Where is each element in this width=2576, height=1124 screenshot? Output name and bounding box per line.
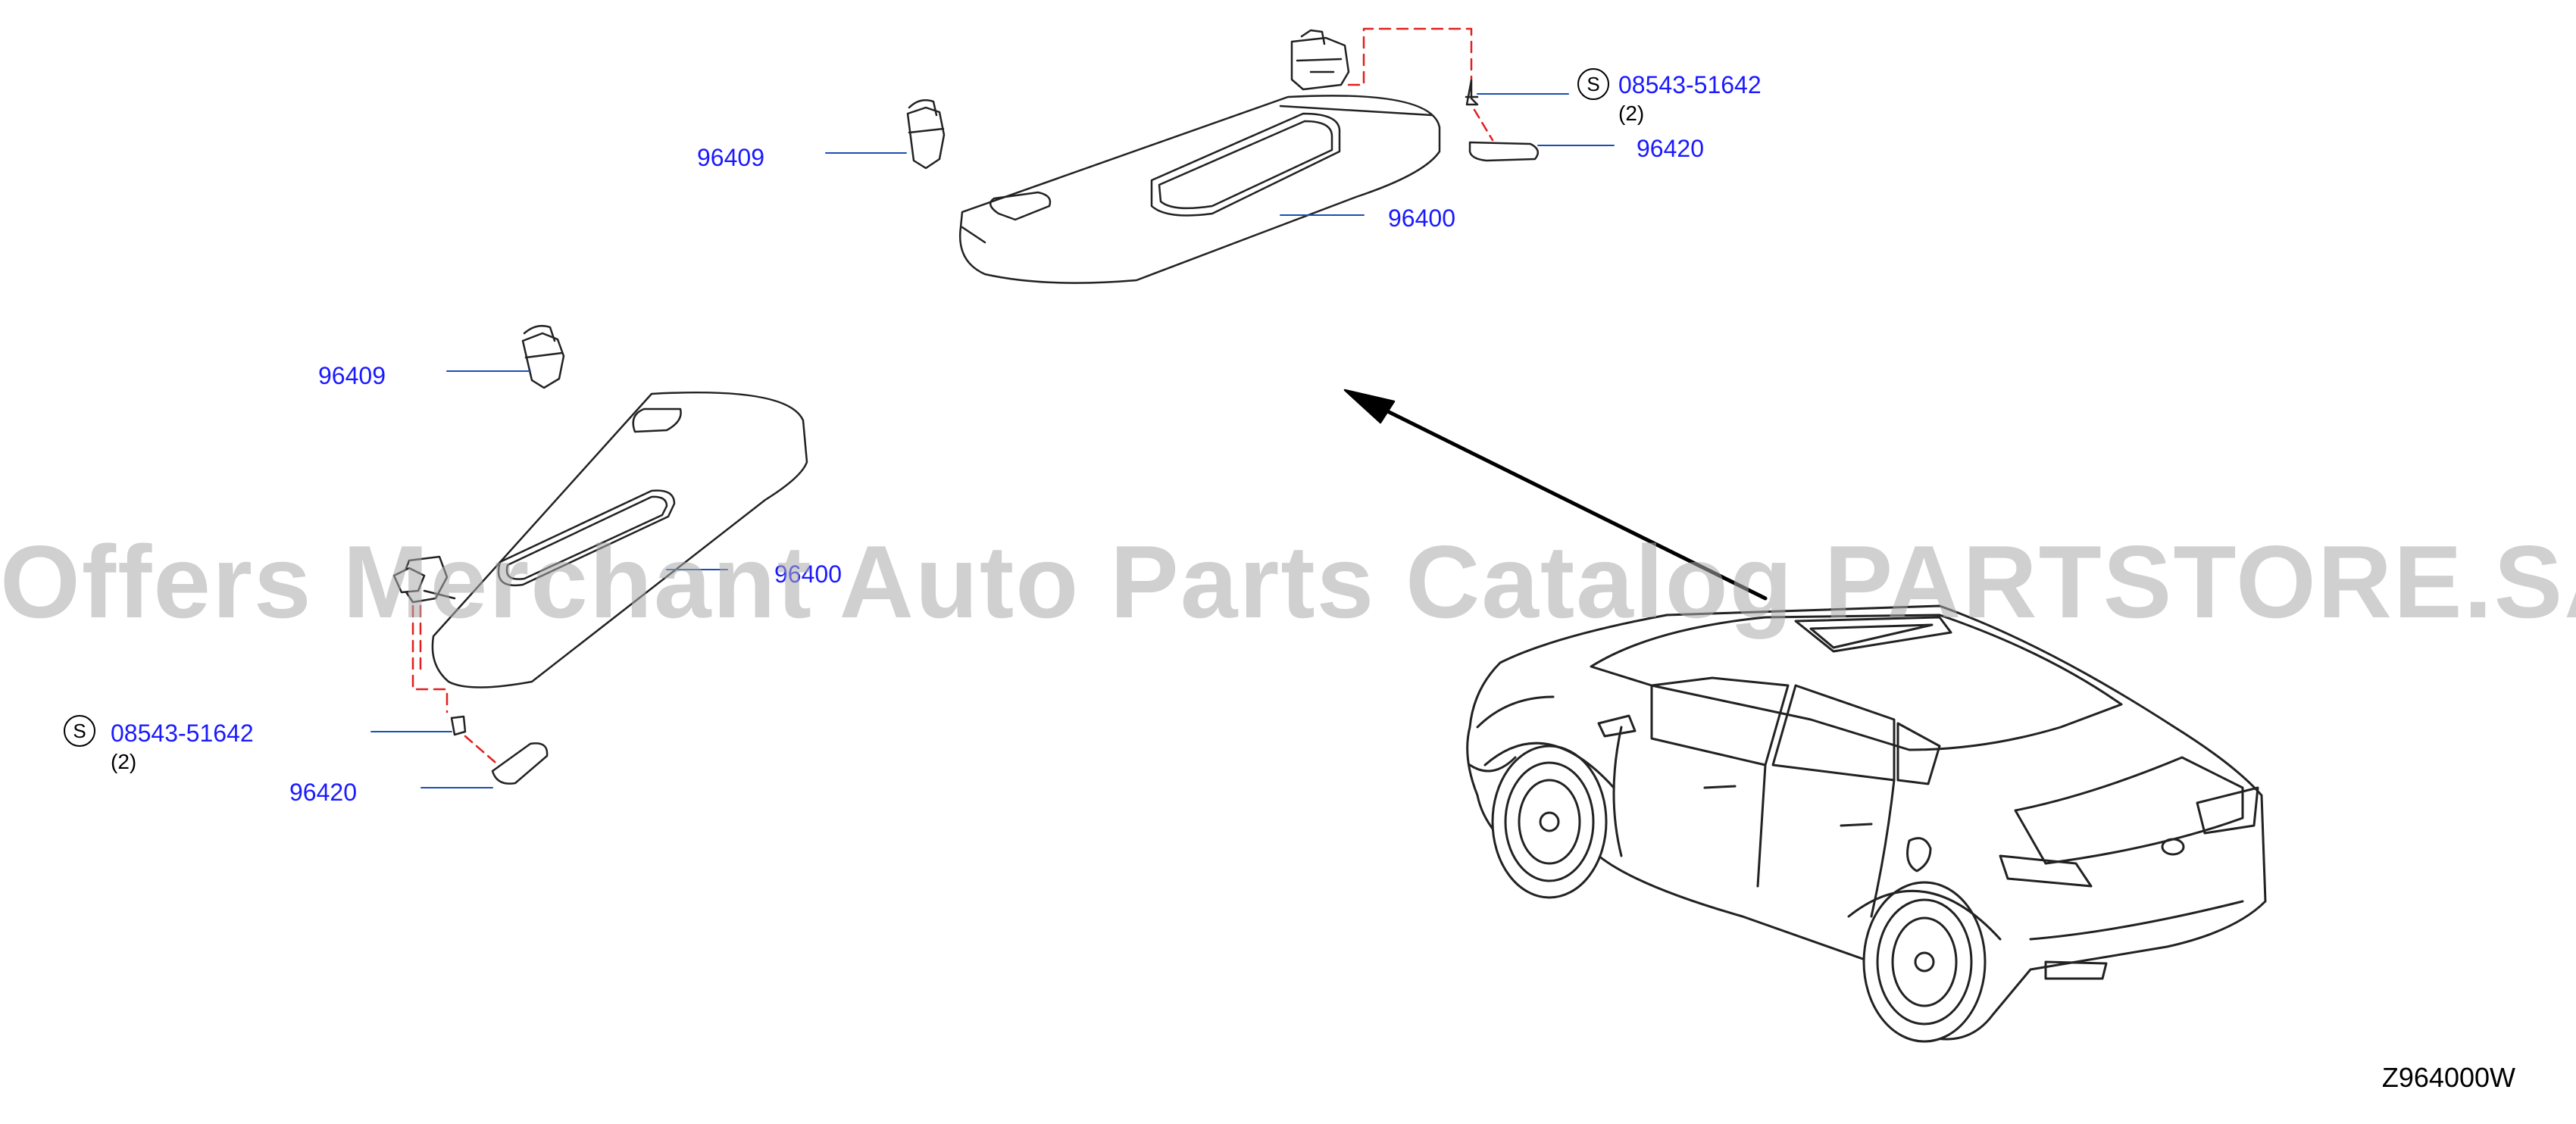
lower-cover-part-number[interactable]: 96420 xyxy=(289,779,357,806)
lower-standard-part-symbol: S xyxy=(64,715,95,747)
lower-clip[interactable] xyxy=(521,325,565,389)
upper-cover[interactable] xyxy=(1468,141,1540,162)
lower-screw-part-number[interactable]: 08543-51642 xyxy=(111,720,254,747)
lower-leaders xyxy=(370,370,728,788)
upper-screw-quantity: (2) xyxy=(1618,101,1645,125)
lower-dashed-link xyxy=(411,604,449,713)
upper-standard-part-symbol: S xyxy=(1577,68,1609,100)
lower-screw-quantity: (2) xyxy=(111,750,137,773)
upper-cover-part-number[interactable]: 96420 xyxy=(1637,135,1704,162)
lower-sun-visor[interactable] xyxy=(431,391,808,688)
lower-screw-dashed-link xyxy=(464,735,502,768)
location-arrow xyxy=(1343,389,1768,601)
upper-dashed-link xyxy=(1347,27,1473,86)
lower-clip-part-number[interactable]: 96409 xyxy=(318,362,386,389)
lower-screw[interactable] xyxy=(450,715,467,736)
lower-visor-part-number[interactable]: 96400 xyxy=(774,560,842,588)
upper-visor-pivot-bracket[interactable] xyxy=(1290,29,1350,91)
upper-clip-part-number[interactable]: 96409 xyxy=(697,144,764,171)
diagram-code: Z964000W xyxy=(2381,1062,2515,1093)
upper-visor-part-number[interactable]: 96400 xyxy=(1388,205,1455,232)
lower-visor-pivot-bracket[interactable] xyxy=(392,555,456,604)
upper-screw-part-number[interactable]: 08543-51642 xyxy=(1618,71,1762,98)
upper-clip[interactable] xyxy=(906,99,946,170)
vehicle-illustration xyxy=(1466,604,2267,1043)
upper-leaders xyxy=(825,93,1615,216)
upper-screw[interactable] xyxy=(1465,79,1479,106)
lower-cover[interactable] xyxy=(491,742,549,785)
upper-sun-visor[interactable] xyxy=(958,95,1441,284)
upper-screw-dashed-link xyxy=(1473,108,1494,142)
